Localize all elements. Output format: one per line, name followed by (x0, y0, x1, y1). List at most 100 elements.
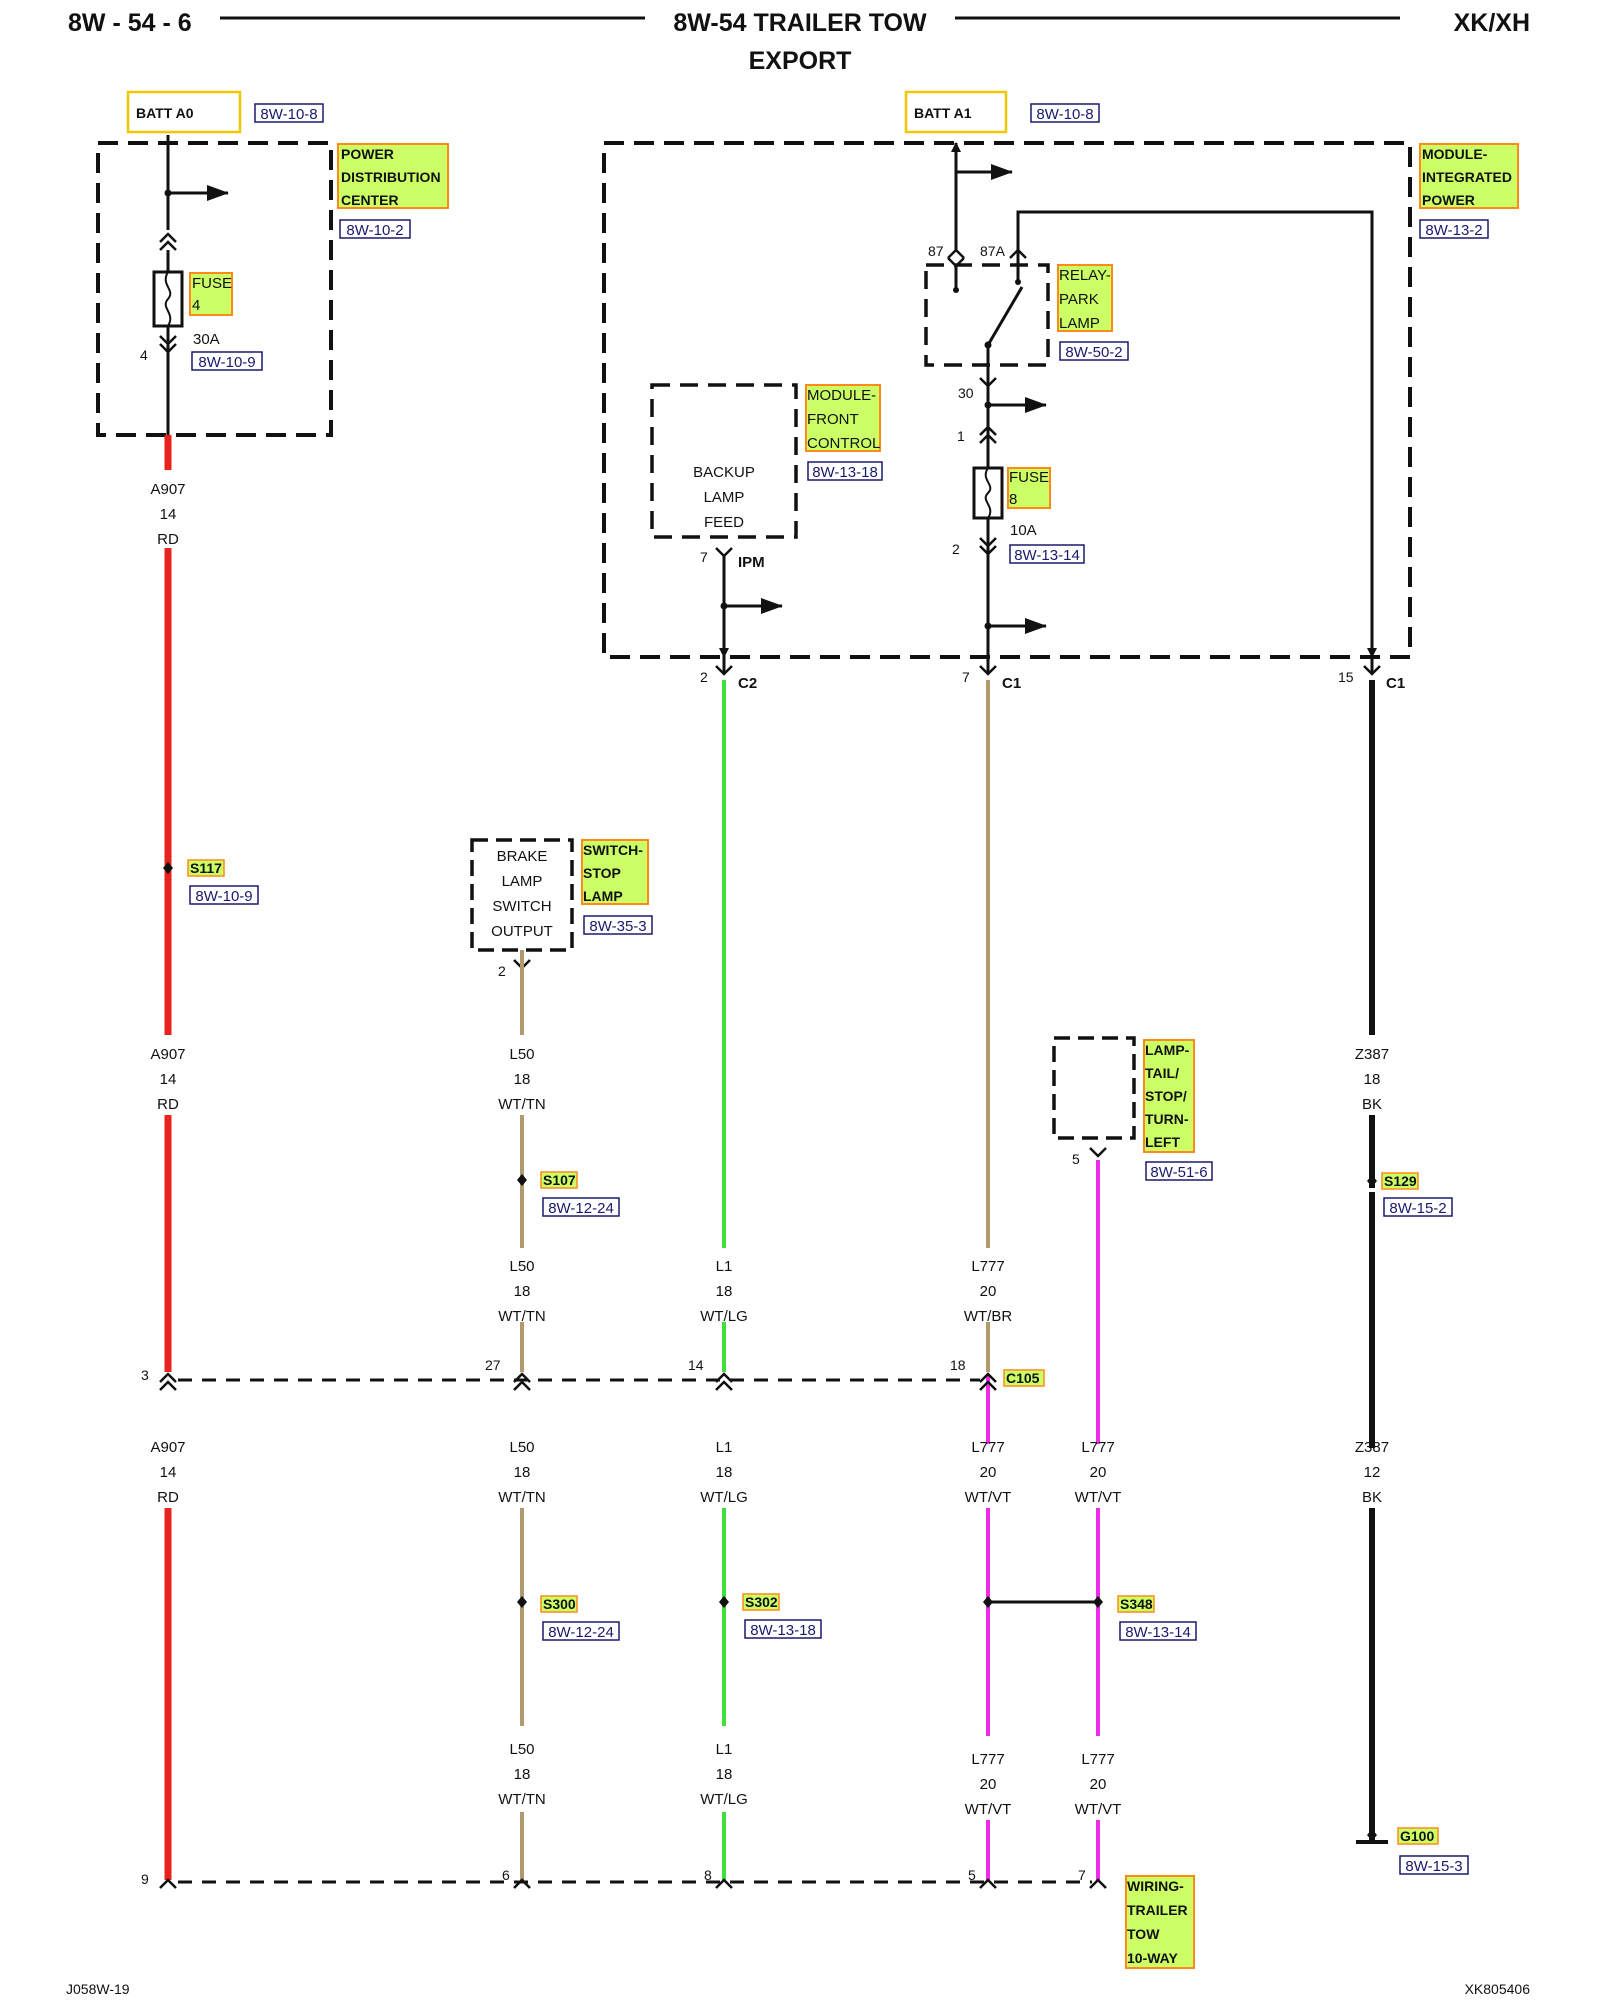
svg-text:WT/TN: WT/TN (498, 1096, 545, 1113)
lamp-ref[interactable]: 8W-51-6 (1150, 1164, 1207, 1181)
splice-s107: S107 8W-12-24 (517, 1171, 620, 1217)
svg-text:BRAKE: BRAKE (497, 848, 548, 865)
svg-text:OUTPUT: OUTPUT (491, 923, 553, 940)
svg-text:9: 9 (141, 1871, 149, 1887)
svg-text:8W-15-2[interactable]: 8W-15-2 (1389, 1200, 1446, 1217)
wire-label-a907-3: A907 14 RD (150, 1439, 185, 1506)
svg-text:14: 14 (160, 1464, 177, 1481)
svg-text:LAMP: LAMP (502, 873, 543, 890)
trailer-label: WIRING- TRAILER TOW 10-WAY (1125, 1875, 1195, 1969)
svg-text:TOW: TOW (1127, 1926, 1160, 1942)
svg-text:Z387: Z387 (1355, 1439, 1389, 1456)
svg-text:8W-13-14[interactable]: 8W-13-14 (1125, 1624, 1191, 1641)
svg-text:14: 14 (160, 1071, 177, 1088)
svg-text:WT/BR: WT/BR (964, 1308, 1012, 1325)
svg-text:LAMP-: LAMP- (1145, 1042, 1190, 1058)
svg-text:18: 18 (1364, 1071, 1381, 1088)
svg-text:8W-12-24[interactable]: 8W-12-24 (548, 1624, 614, 1641)
svg-text:WT/LG: WT/LG (700, 1489, 748, 1506)
svg-text:15: 15 (1338, 669, 1354, 685)
svg-text:8W-12-24[interactable]: 8W-12-24 (548, 1200, 614, 1217)
svg-text:20: 20 (1090, 1464, 1107, 1481)
page-subtitle: EXPORT (749, 47, 852, 75)
svg-text:DISTRIBUTION: DISTRIBUTION (341, 169, 441, 185)
svg-text:S300: S300 (543, 1596, 576, 1612)
svg-text:TAIL/: TAIL/ (1145, 1065, 1179, 1081)
svg-text:WT/TN: WT/TN (498, 1308, 545, 1325)
batt-a1: BATT A1 8W-10-8 (904, 90, 1100, 134)
wire-label-l1-1: L1 18 WT/LG (700, 1258, 748, 1325)
svg-text:G100: G100 (1400, 1828, 1434, 1844)
lamp-pin: 5 (1072, 1151, 1080, 1167)
svg-text:SWITCH-: SWITCH- (583, 842, 643, 858)
mip-ref[interactable]: 8W-13-2 (1425, 222, 1482, 239)
wire-label-l777-2: L777 20 WT/VT (965, 1439, 1012, 1506)
svg-text:6: 6 (502, 1867, 510, 1883)
svg-text:S348: S348 (1120, 1596, 1153, 1612)
batt-a1-label: BATT A1 (914, 105, 972, 121)
svg-text:L1: L1 (716, 1258, 733, 1275)
mip-box (602, 141, 1412, 659)
mip-label: MODULE- INTEGRATED POWER 8W-13-2 (1419, 143, 1519, 239)
relay-pin-87: 87 (928, 243, 944, 259)
wire-label-l1-3: L1 18 WT/LG (700, 1741, 748, 1808)
svg-text:L1: L1 (716, 1741, 733, 1758)
svg-text:18: 18 (950, 1357, 966, 1373)
ipm-connector: IPM (738, 554, 765, 571)
svg-text:RD: RD (157, 1096, 179, 1113)
wire-l777-lower[interactable] (986, 1160, 1100, 1880)
c105-label: C105 (1006, 1370, 1040, 1386)
pdc-ref[interactable]: 8W-10-2 (346, 222, 403, 239)
lamp-box (1052, 1036, 1136, 1140)
svg-text:27: 27 (485, 1357, 501, 1373)
svg-text:18: 18 (716, 1283, 733, 1300)
svg-text:BK: BK (1362, 1489, 1382, 1506)
wire-label-l50-4: L50 18 WT/TN (498, 1741, 545, 1808)
svg-text:POWER: POWER (1422, 192, 1475, 208)
splice-s348: S348 8W-13-14 (983, 1595, 1197, 1641)
svg-text:8: 8 (1009, 491, 1017, 508)
splice-s117: S117 8W-10-9 (163, 859, 259, 905)
fuse-4-ref[interactable]: 8W-10-9 (198, 354, 255, 371)
svg-text:L777: L777 (971, 1751, 1004, 1768)
lamp-label: LAMP- TAIL/ STOP/ TURN- LEFT 8W-51-6 (1143, 1039, 1213, 1181)
fuse-8-ref[interactable]: 8W-13-14 (1014, 547, 1080, 564)
svg-text:8W-13-18[interactable]: 8W-13-18 (750, 1622, 816, 1639)
svg-text:FUSE: FUSE (192, 275, 232, 292)
svg-text:S107: S107 (543, 1172, 576, 1188)
svg-text:8W-15-3[interactable]: 8W-15-3 (1405, 1858, 1462, 1875)
batt-a1-ref[interactable]: 8W-10-8 (1036, 106, 1093, 123)
svg-text:5: 5 (968, 1867, 976, 1883)
svg-text:CENTER: CENTER (341, 192, 399, 208)
wire-label-l777-5: L777 20 WT/VT (1075, 1751, 1122, 1818)
mfc-ref[interactable]: 8W-13-18 (812, 464, 878, 481)
svg-text:C2: C2 (738, 675, 757, 692)
fuse-8-rating: 10A (1010, 522, 1037, 539)
svg-text:8W-10-9[interactable]: 8W-10-9 (195, 888, 252, 905)
wire-label-l1-2: L1 18 WT/LG (700, 1439, 748, 1506)
switch-label: SWITCH- STOP LAMP 8W-35-3 (581, 839, 653, 935)
svg-text:A907: A907 (150, 1046, 185, 1063)
svg-text:TRAILER: TRAILER (1127, 1902, 1188, 1918)
svg-text:L50: L50 (509, 1439, 534, 1456)
batt-a0-label: BATT A0 (136, 105, 194, 121)
switch-ref[interactable]: 8W-35-3 (589, 918, 646, 935)
wire-label-a907-1: A907 14 RD (150, 481, 185, 548)
svg-text:STOP/: STOP/ (1145, 1088, 1187, 1104)
svg-text:LAMP: LAMP (704, 489, 745, 506)
relay-ref[interactable]: 8W-50-2 (1065, 344, 1122, 361)
svg-text:WT/VT: WT/VT (1075, 1489, 1122, 1506)
svg-text:L777: L777 (971, 1439, 1004, 1456)
svg-text:POWER: POWER (341, 146, 394, 162)
svg-text:18: 18 (514, 1283, 531, 1300)
fuse-8-label: FUSE 8 10A 8W-13-14 1 2 (952, 428, 1085, 564)
svg-text:7: 7 (1078, 1867, 1086, 1883)
relay-label: RELAY- PARK LAMP 8W-50-2 87 87A 30 (928, 243, 1129, 401)
batt-a0-ref[interactable]: 8W-10-8 (260, 106, 317, 123)
trailer-connector: 9 6 8 5 7 (141, 1867, 1107, 1889)
fuse-8-pin-2: 2 (952, 541, 960, 557)
relay-pin-30: 30 (958, 385, 974, 401)
svg-text:CONTROL: CONTROL (807, 435, 880, 452)
svg-text:TURN-: TURN- (1145, 1111, 1189, 1127)
